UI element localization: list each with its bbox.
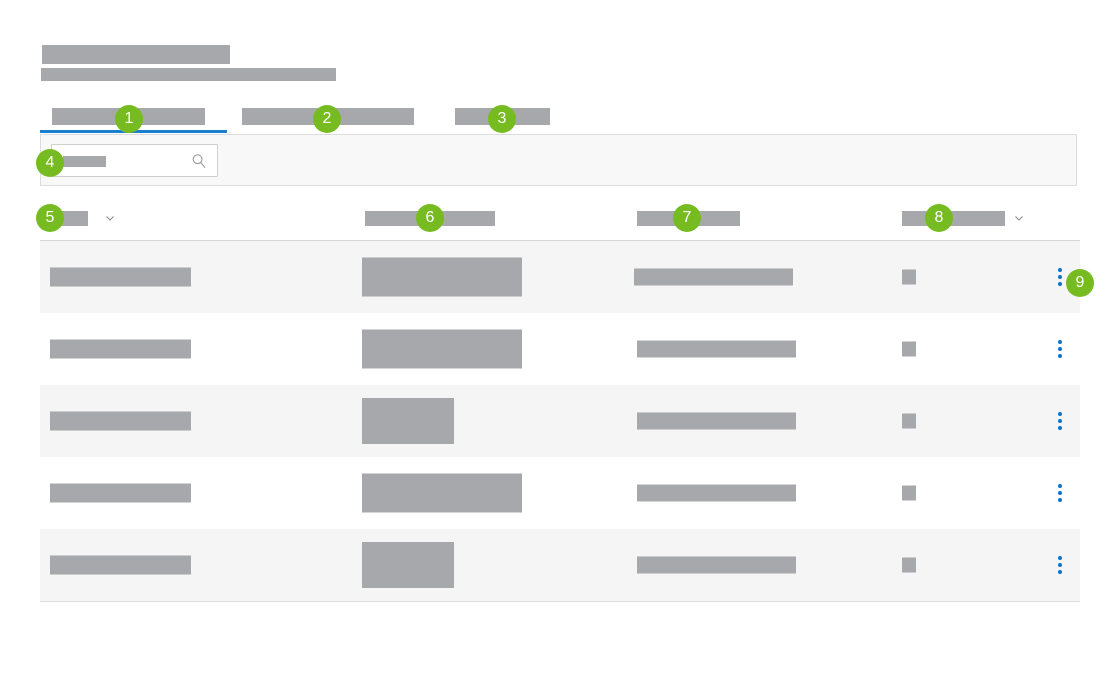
- annotation-badge-6: 6: [416, 204, 444, 232]
- row-cell-1: [50, 555, 191, 575]
- row-cell-3: [637, 412, 796, 430]
- annotation-badge-4: 4: [36, 149, 64, 177]
- table-row[interactable]: [40, 385, 1080, 457]
- kebab-menu-icon[interactable]: [1052, 412, 1068, 430]
- row-cell-3: [637, 484, 796, 502]
- annotation-badge-3: 3: [488, 105, 516, 133]
- row-cell-3: [637, 556, 796, 574]
- kebab-menu-icon[interactable]: [1052, 484, 1068, 502]
- table-row[interactable]: [40, 529, 1080, 602]
- row-cell-3: [637, 340, 796, 358]
- tab-bar: [40, 106, 1080, 132]
- column-2-header[interactable]: [365, 200, 625, 240]
- annotation-badge-5: 5: [36, 204, 64, 232]
- row-cell-1: [50, 339, 191, 359]
- row-cell-4: [902, 341, 916, 357]
- row-cell-3: [634, 268, 793, 286]
- row-cell-2: [362, 398, 454, 444]
- chevron-down-icon[interactable]: [104, 212, 116, 224]
- filter-panel: [40, 134, 1077, 186]
- chevron-down-icon[interactable]: [1013, 212, 1025, 224]
- row-cell-4: [902, 269, 916, 285]
- annotation-badge-7: 7: [673, 204, 701, 232]
- page-subtitle: [41, 68, 336, 81]
- row-cell-1: [50, 411, 191, 431]
- table-row[interactable]: [40, 457, 1080, 529]
- row-cell-2: [362, 473, 522, 513]
- page-title: [42, 45, 230, 64]
- row-cell-1: [50, 483, 191, 503]
- row-cell-4: [902, 413, 916, 429]
- kebab-menu-icon[interactable]: [1052, 556, 1068, 574]
- column-4-header-label: [902, 211, 1005, 226]
- row-cell-2: [362, 329, 522, 369]
- table-row[interactable]: [40, 241, 1080, 313]
- row-cell-1: [50, 267, 191, 287]
- row-cell-2: [362, 257, 522, 297]
- row-cell-4: [902, 557, 916, 573]
- kebab-menu-icon[interactable]: [1052, 340, 1068, 358]
- table-row[interactable]: [40, 313, 1080, 385]
- table-header-row: [40, 200, 1080, 241]
- column-1-header[interactable]: [50, 200, 350, 240]
- row-cell-2: [362, 542, 454, 588]
- data-table: [40, 200, 1080, 602]
- search-input[interactable]: [51, 144, 218, 177]
- search-input-value: [63, 156, 106, 167]
- annotation-badge-2: 2: [313, 105, 341, 133]
- annotation-badge-9: 9: [1066, 269, 1094, 297]
- annotation-badge-1: 1: [115, 105, 143, 133]
- annotation-badge-8: 8: [925, 204, 953, 232]
- search-icon[interactable]: [191, 153, 207, 169]
- row-cell-4: [902, 485, 916, 501]
- kebab-menu-icon[interactable]: [1052, 268, 1068, 286]
